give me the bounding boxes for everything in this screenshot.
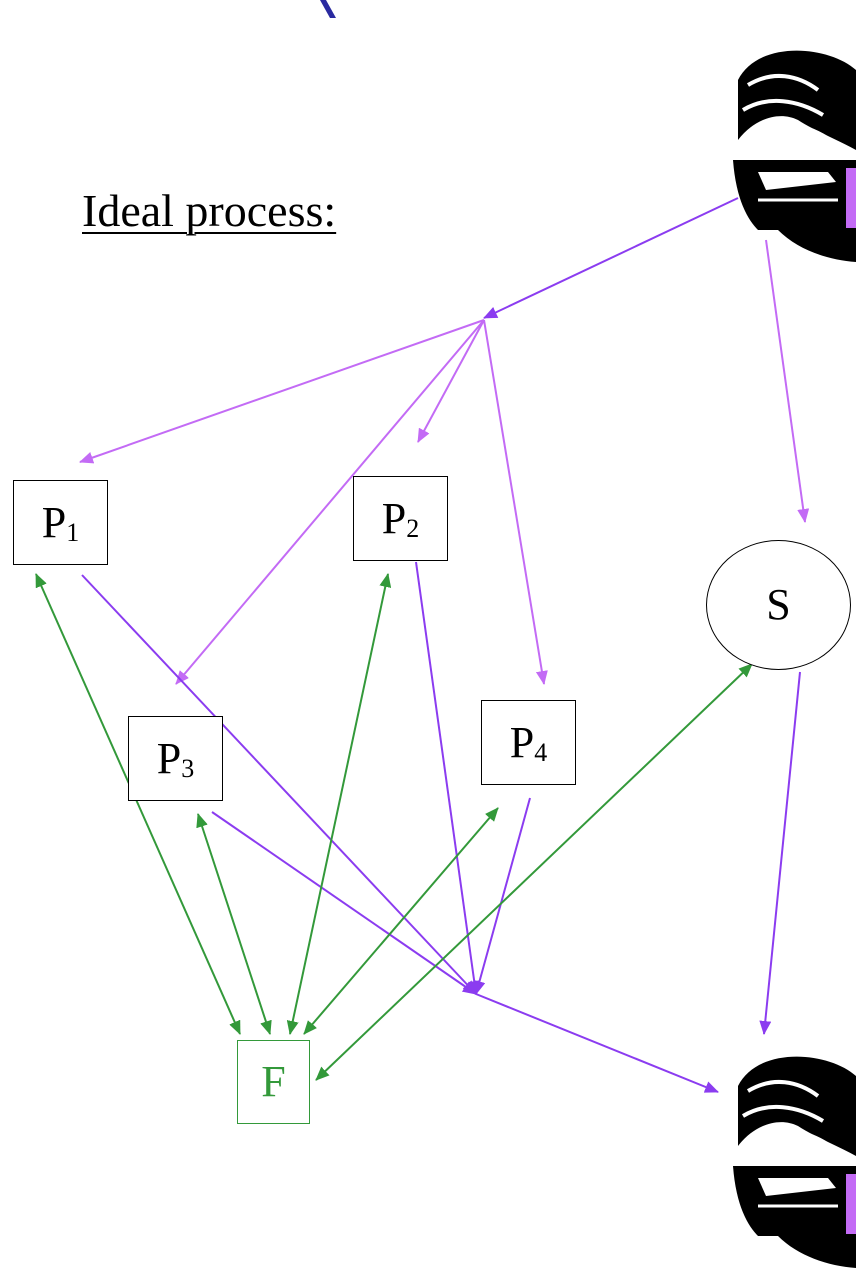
title-fragment [320,0,336,18]
edge-hub-to-p4 [483,319,548,685]
edge-hub-to-p1 [79,319,485,464]
edge-p2-to-collector [415,561,481,995]
edge-source-to-hub [483,197,739,319]
node-s-label: S [766,580,791,629]
figure-with-headphones-icon [733,1056,856,1268]
node-s: S [706,540,851,670]
node-p1-label: P [41,497,67,547]
figure-with-headphones-icon [733,50,856,262]
edge-f-s [315,663,753,1081]
node-p1-subscript: 1 [66,517,80,547]
heading-ideal-process: Ideal process: [82,185,337,236]
node-p4-subscript: 4 [534,737,548,767]
node-p2-label: P [381,493,407,543]
node-f-label: F [261,1057,286,1106]
node-p4-label: P [509,717,535,767]
edge-p3-to-collector [211,811,477,995]
edge-hub-to-p2 [417,319,485,443]
edge-f-p3 [196,813,272,1035]
node-f: F [237,1040,310,1124]
edge-f-p2 [286,573,392,1035]
edge-p4-to-collector [473,797,531,995]
edge-collector-to-output [475,993,719,1093]
edge-source-to-s [765,239,810,523]
node-p2-subscript: 2 [406,513,420,543]
node-p3-subscript: 3 [181,753,195,783]
edge-s-to-output [759,671,801,1035]
node-p3-label: P [156,733,182,783]
